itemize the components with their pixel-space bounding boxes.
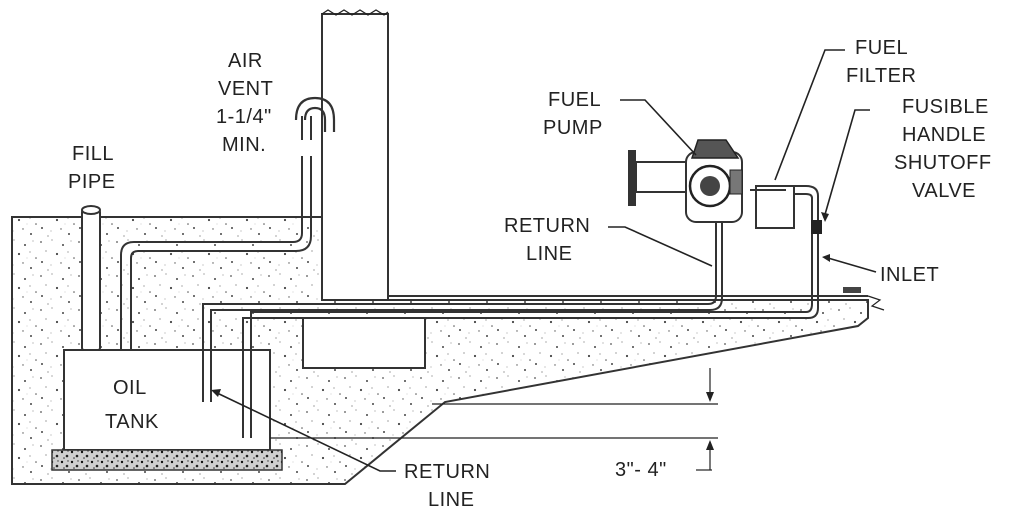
depth-dimension (270, 368, 718, 471)
return-line-upper-leader (608, 226, 713, 267)
fusible-valve-label: FUSIBLE HANDLE SHUTOFF VALVE (894, 96, 998, 202)
fuel-pump-label: FUEL PUMP (543, 89, 606, 139)
fuel-pump-leader (620, 99, 697, 156)
inlet-label: INLET (880, 264, 939, 286)
fuel-filter-leader (774, 49, 845, 181)
air-vent-label: AIR VENT 1-1/4" MIN. (216, 50, 279, 156)
return-line (202, 218, 717, 402)
fuel-pump (628, 139, 743, 223)
return-line-upper-label: RETURN LINE (504, 215, 596, 265)
building-wall (321, 13, 389, 301)
return-line-lower-label: RETURN LINE (404, 461, 496, 511)
inlet-leader (827, 257, 877, 273)
fuel-filter (755, 185, 795, 229)
shutoff-valve (811, 220, 822, 234)
fill-pipe (81, 209, 101, 351)
fuel-filter-label: FUEL FILTER (846, 37, 916, 87)
oil-tank (63, 349, 271, 451)
return-line-lower-leader (214, 391, 396, 472)
depth-dimension-label: 3"- 4" (615, 459, 667, 481)
air-vent-pipe (120, 96, 336, 350)
valve-leader (823, 109, 870, 219)
tank-bedding (51, 449, 283, 471)
fill-pipe-label: FILL PIPE (68, 143, 119, 193)
supply-line (242, 185, 819, 438)
wall-footing (302, 317, 426, 369)
oil-tank-label: OIL TANK (105, 377, 159, 433)
